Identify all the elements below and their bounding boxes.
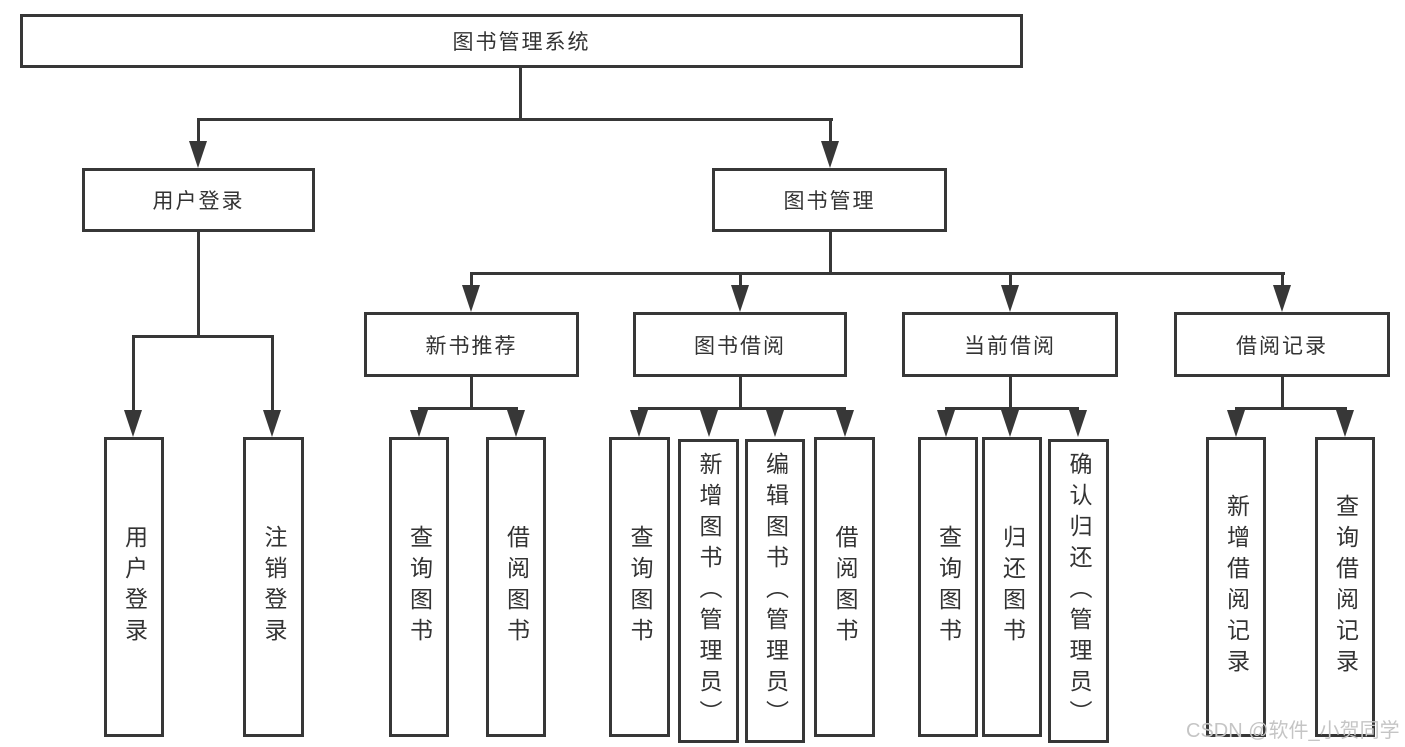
- leaf-user-login: 用户登录: [104, 437, 164, 737]
- connector-arrow: [937, 410, 955, 437]
- connector-arrow: [836, 410, 854, 437]
- connector-vline: [739, 272, 742, 290]
- connector-hline: [197, 118, 833, 121]
- connector-arrow: [507, 410, 525, 437]
- leaf-borrow-borrow-book: 借阅图书: [814, 437, 875, 737]
- connector-arrow: [410, 410, 428, 437]
- connector-arrow: [1001, 410, 1019, 437]
- connector-vline: [519, 68, 522, 121]
- leaf-current-return-book: 归还图书: [982, 437, 1042, 737]
- leaf-current-return-book-label: 归还图书: [999, 525, 1026, 649]
- connector-hline: [1235, 407, 1347, 410]
- connector-vline: [197, 118, 200, 146]
- connector-arrow: [821, 141, 839, 168]
- connector-vline: [470, 377, 473, 410]
- leaf-newbook-query-book: 查询图书: [389, 437, 449, 737]
- connector-vline: [739, 377, 742, 410]
- connector-vline: [1281, 377, 1284, 410]
- leaf-newbook-query-book-label: 查询图书: [406, 525, 433, 649]
- connector-arrow: [630, 410, 648, 437]
- leaf-current-query-book-label: 查询图书: [935, 525, 962, 649]
- connector-arrow: [1336, 410, 1354, 437]
- connector-arrow: [1273, 285, 1291, 312]
- leaf-record-query-borrow-record-label: 查询借阅记录: [1332, 494, 1359, 680]
- connector-arrow: [462, 285, 480, 312]
- leaf-user-login-label: 用户登录: [121, 525, 148, 649]
- node-current-borrow: 当前借阅: [902, 312, 1118, 377]
- node-new-book-recommend-label: 新书推荐: [425, 334, 518, 358]
- node-current-borrow-label: 当前借阅: [964, 334, 1056, 358]
- csdn-watermark: CSDN @软件_小贺同学: [1186, 720, 1400, 742]
- connector-arrow: [1227, 410, 1245, 437]
- leaf-borrow-add-book-admin: 新增图书（管理员）: [678, 439, 739, 743]
- node-user-login: 用户登录: [82, 168, 315, 232]
- node-book-management: 图书管理: [712, 168, 947, 232]
- leaf-current-query-book: 查询图书: [918, 437, 978, 737]
- leaf-newbook-borrow-book: 借阅图书: [486, 437, 546, 737]
- connector-arrow: [1069, 410, 1087, 437]
- node-book-borrow-label: 图书借阅: [694, 334, 786, 358]
- leaf-logout-login-label: 注销登录: [261, 525, 287, 649]
- connector-arrow: [263, 410, 281, 437]
- connector-arrow: [700, 410, 718, 437]
- connector-arrow: [731, 285, 749, 312]
- connector-vline: [1281, 272, 1284, 290]
- connector-arrow: [766, 410, 784, 437]
- leaf-borrow-query-book: 查询图书: [609, 437, 670, 737]
- node-borrow-record: 借阅记录: [1174, 312, 1390, 377]
- node-user-login-label: 用户登录: [152, 190, 245, 213]
- connector-hline: [945, 407, 1079, 410]
- node-borrow-record-label: 借阅记录: [1236, 334, 1328, 358]
- leaf-borrow-add-book-admin-label: 新增图书（管理员）: [696, 451, 722, 731]
- node-book-management-label: 图书管理: [783, 190, 876, 213]
- leaf-current-confirm-return-admin: 确认归还（管理员）: [1048, 439, 1109, 743]
- leaf-borrow-query-book-label: 查询图书: [627, 525, 653, 649]
- node-library-system: 图书管理系统: [20, 14, 1023, 68]
- connector-vline: [197, 232, 200, 338]
- node-book-borrow: 图书借阅: [633, 312, 847, 377]
- connector-hline: [418, 407, 518, 410]
- node-library-system-label: 图书管理系统: [452, 31, 591, 54]
- leaf-borrow-borrow-book-label: 借阅图书: [832, 525, 858, 649]
- connector-vline: [271, 335, 274, 412]
- connector-hline: [638, 407, 846, 410]
- connector-vline: [132, 335, 135, 412]
- leaf-current-confirm-return-admin-label: 确认归还（管理员）: [1066, 451, 1092, 731]
- leaf-borrow-edit-book-admin: 编辑图书（管理员）: [745, 439, 805, 743]
- connector-arrow: [189, 141, 207, 168]
- connector-vline: [1009, 377, 1012, 410]
- connector-arrow: [124, 410, 142, 437]
- connector-vline: [470, 272, 473, 290]
- connector-vline: [829, 232, 832, 275]
- connector-arrow: [1001, 285, 1019, 312]
- leaf-logout-login: 注销登录: [243, 437, 304, 737]
- leaf-record-add-borrow-record: 新增借阅记录: [1206, 437, 1266, 737]
- leaf-borrow-edit-book-admin-label: 编辑图书（管理员）: [762, 451, 789, 731]
- connector-vline: [1009, 272, 1012, 290]
- connector-vline: [829, 118, 832, 146]
- leaf-record-add-borrow-record-label: 新增借阅记录: [1223, 494, 1250, 680]
- leaf-newbook-borrow-book-label: 借阅图书: [503, 525, 530, 649]
- node-new-book-recommend: 新书推荐: [364, 312, 579, 377]
- connector-hline: [132, 335, 274, 338]
- connector-hline: [470, 272, 1285, 275]
- leaf-record-query-borrow-record: 查询借阅记录: [1315, 437, 1375, 737]
